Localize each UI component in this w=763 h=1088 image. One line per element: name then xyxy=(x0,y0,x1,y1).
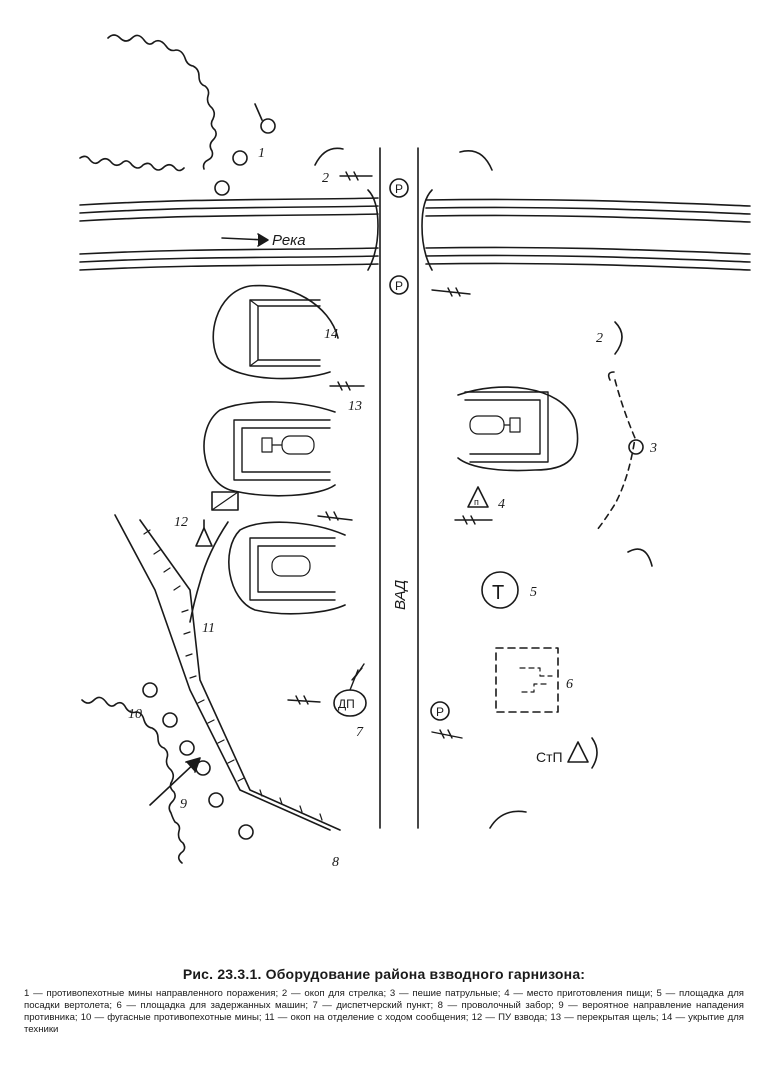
caption-text: 1 — противопехотные мины направленного п… xyxy=(24,988,744,1035)
river-bank-3 xyxy=(79,213,379,222)
helipad-symbol: Т xyxy=(492,582,504,604)
detained-vehicle-lot-6 xyxy=(495,647,559,713)
vehicle-shelter-14 xyxy=(212,284,339,380)
terrain-edge-top-2 xyxy=(79,155,185,172)
foxhole-top-left xyxy=(314,147,344,166)
river-bank-11 xyxy=(425,254,751,263)
river-bank-8 xyxy=(425,206,751,215)
foxhole-right-2 xyxy=(614,321,623,355)
label-9: 9 xyxy=(180,797,187,812)
foxhole-command xyxy=(591,737,598,769)
label-7: 7 xyxy=(356,725,364,740)
patrol-point-3 xyxy=(628,439,644,455)
label-3: 3 xyxy=(649,441,657,456)
river-bank-10 xyxy=(425,246,751,255)
platoon-command-12 xyxy=(195,527,213,547)
helipad-5 xyxy=(481,571,519,609)
vehicle-shelter-left-lower xyxy=(228,521,346,615)
trench-communication xyxy=(189,521,229,623)
fence-line-8 xyxy=(114,514,331,831)
label-2a: 2 xyxy=(322,171,329,186)
river-bank-2 xyxy=(79,205,379,214)
food-symbol: п xyxy=(474,497,479,507)
terrain-edge-bottom xyxy=(81,696,186,864)
terrain-edge-top xyxy=(107,34,217,170)
river-bank-4 xyxy=(79,247,379,255)
foxhole-top-right xyxy=(459,150,493,171)
patrol-post-2 xyxy=(389,275,409,295)
vehicle-shelter-right xyxy=(457,386,579,472)
garrison-diagram: Река ВАД 1 2 2 3 4 5 6 7 8 9 10 11 12 13… xyxy=(79,34,751,870)
label-8: 8 xyxy=(332,855,339,870)
patrol-symbol-2: Р xyxy=(395,279,403,293)
river-bank-12 xyxy=(425,262,751,271)
caption-title: Рис. 23.3.1. Оборудование района взводно… xyxy=(182,966,586,982)
label-6: 6 xyxy=(566,677,573,692)
patrol-post-1 xyxy=(389,178,409,198)
patrol-symbol-3: Р xyxy=(436,705,444,719)
bridge-left xyxy=(367,189,379,271)
river-bank-1 xyxy=(79,197,379,206)
road-label: ВАД xyxy=(392,579,409,610)
label-10: 10 xyxy=(128,707,142,722)
command-post xyxy=(567,741,589,763)
bridge-right xyxy=(421,189,433,271)
foxhole-right-lower xyxy=(627,548,653,567)
enemy-direction-arrow-9 xyxy=(149,759,199,806)
river-bank-6 xyxy=(79,263,379,271)
label-1: 1 xyxy=(258,146,265,161)
food-preparation-4 xyxy=(467,486,489,508)
command-post-symbol: СтП xyxy=(536,749,563,765)
figure-caption: Рис. 23.3.1. Оборудование района взводно… xyxy=(24,966,744,1036)
river-bank-9 xyxy=(425,214,751,223)
patrol-symbol-1: Р xyxy=(395,182,403,196)
river-bank-5 xyxy=(79,255,379,263)
label-2b: 2 xyxy=(596,331,603,346)
platoon-command-box xyxy=(211,491,239,511)
foxhole-bottom xyxy=(489,810,527,829)
dispatch-symbol: ДП xyxy=(338,697,355,711)
label-5: 5 xyxy=(530,585,537,600)
covered-slit-13 xyxy=(203,401,336,497)
fence-ticks xyxy=(143,529,323,821)
mine-markers xyxy=(287,171,493,739)
trench-line-11 xyxy=(139,519,341,831)
label-14: 14 xyxy=(324,327,338,342)
label-11: 11 xyxy=(202,621,215,636)
label-12: 12 xyxy=(174,515,188,530)
label-4: 4 xyxy=(498,497,505,512)
label-13: 13 xyxy=(348,399,362,414)
directional-mines-1 xyxy=(214,103,276,196)
river-label: Река xyxy=(272,232,306,249)
patrol-route-3 xyxy=(596,379,636,531)
patrol-post-3 xyxy=(430,701,450,721)
river-bank-7 xyxy=(425,198,751,207)
